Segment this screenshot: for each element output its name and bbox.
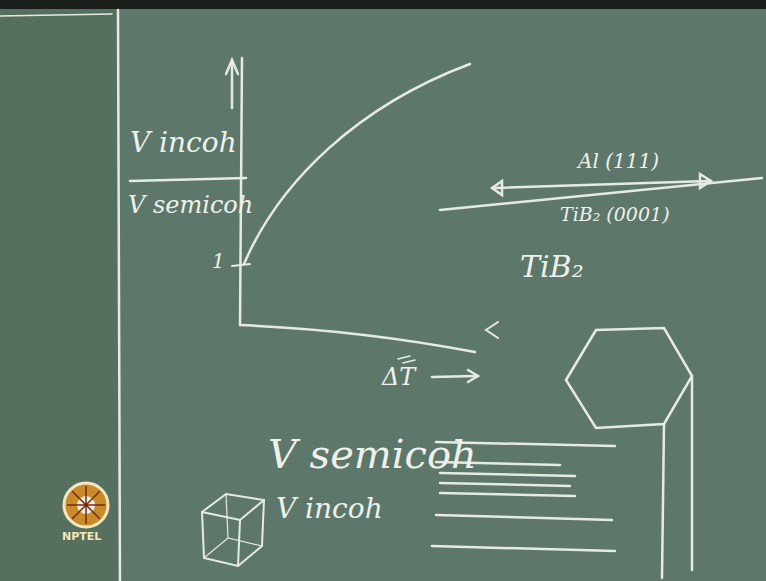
cube-outline bbox=[202, 494, 264, 566]
axis-arrow-head bbox=[226, 60, 238, 74]
layer-line bbox=[436, 515, 612, 520]
symbol-label: V semicoh bbox=[268, 432, 477, 476]
delta-t-arrow bbox=[432, 376, 476, 377]
symbol-label: V incoh bbox=[276, 494, 383, 525]
axis-value: 1 bbox=[212, 250, 225, 272]
nptel-logo bbox=[64, 483, 108, 527]
axis-tick bbox=[232, 264, 250, 266]
watermark: NPTEL bbox=[62, 531, 101, 543]
board-top-edge bbox=[0, 0, 766, 9]
logo-disc bbox=[64, 483, 108, 527]
board-divider bbox=[118, 10, 120, 581]
ratio-curve bbox=[244, 64, 470, 264]
cube-sketch bbox=[202, 494, 264, 566]
layer-line bbox=[440, 483, 570, 486]
logo-rays bbox=[67, 486, 105, 524]
chalk-strokes bbox=[0, 10, 762, 581]
chalk-mark bbox=[486, 322, 498, 338]
board-side-panel bbox=[0, 0, 118, 581]
numerator-label: V incoh bbox=[130, 128, 237, 159]
arrow-head bbox=[492, 181, 502, 195]
axis-label: ΔT bbox=[382, 364, 415, 390]
plane-label: TiB₂ (0001) bbox=[560, 204, 670, 225]
denominator-label: V semicoh bbox=[128, 192, 253, 218]
plane-label: Al (111) bbox=[578, 150, 659, 172]
hexagon-crystal bbox=[566, 328, 692, 428]
chalk-line bbox=[0, 14, 112, 16]
arrow-head bbox=[700, 174, 711, 188]
prism-edge bbox=[691, 376, 694, 570]
axis-arrow bbox=[231, 62, 234, 108]
x-axis bbox=[240, 325, 475, 352]
layer-line bbox=[440, 493, 575, 496]
cube-edges bbox=[202, 500, 264, 566]
cube-hidden-edges bbox=[204, 494, 262, 558]
chalk-tick bbox=[398, 356, 410, 359]
prism-edge bbox=[662, 424, 664, 578]
phase-label: TiB₂ bbox=[520, 250, 584, 283]
fraction-bar bbox=[130, 178, 246, 181]
delta-t-arrow-head bbox=[468, 370, 478, 382]
layer-line bbox=[432, 546, 615, 551]
chalk-tick bbox=[403, 360, 415, 363]
